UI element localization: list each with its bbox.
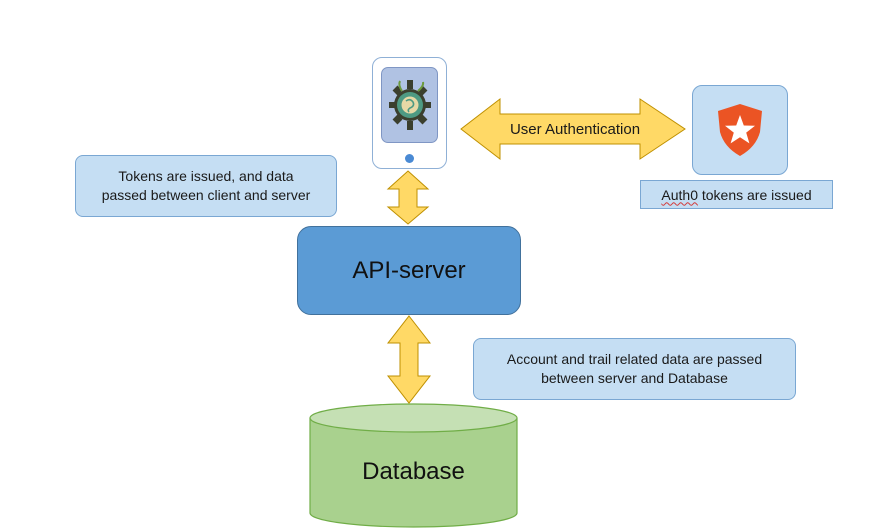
phone-home-button (405, 154, 414, 163)
auth0-star-shield-icon (718, 104, 762, 156)
data-flow-callout: Account and trail related data are passe… (473, 338, 796, 400)
client-server-arrow (386, 170, 430, 225)
mobile-phone-icon (372, 57, 447, 169)
data-flow-callout-text: Account and trail related data are passe… (506, 351, 763, 386)
database-cylinder (309, 403, 518, 528)
auth0-caption: Auth0 tokens are issued (640, 180, 833, 209)
user-authentication-label: User Authentication (509, 120, 641, 138)
api-server-node: API-server (297, 226, 521, 315)
auth0-logo-box (692, 85, 788, 175)
api-server-label: API-server (352, 256, 466, 284)
auth0-caption-rest: tokens are issued (697, 186, 812, 203)
database-label: Database (362, 458, 465, 485)
tokens-callout: Tokens are issued, and data passed betwe… (75, 155, 337, 217)
user-authentication-arrow (460, 97, 686, 161)
phone-screen (381, 67, 438, 143)
auth0-word: Auth0 (661, 186, 698, 203)
app-gear-logo-icon (388, 80, 431, 130)
tokens-callout-text: Tokens are issued, and data passed betwe… (101, 168, 311, 203)
server-database-arrow (386, 315, 432, 404)
